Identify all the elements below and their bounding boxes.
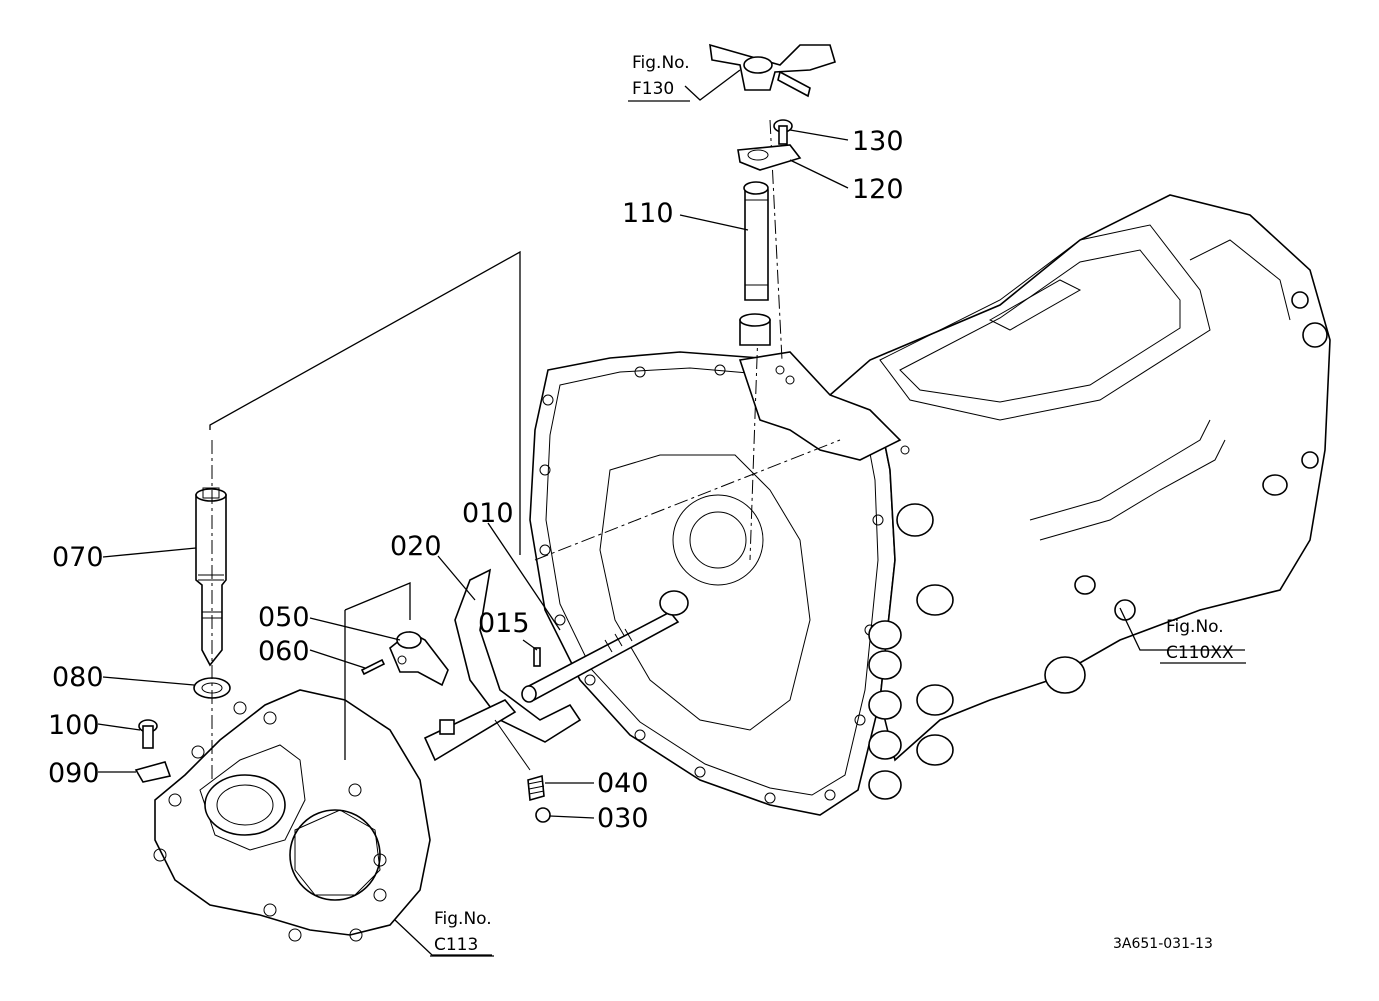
part-number-labels: 130 120 110 010 020 070 050 015 060 080 … [48,126,904,834]
collar-icon [195,487,227,667]
fig-ref-c110xx-prefix: Fig.No. [1166,617,1224,637]
shift-shaft-icon [521,590,689,703]
lever-icon [709,43,836,98]
fig-ref-c110xx-number: C110XX [1166,643,1234,663]
part-label-080: 080 [52,662,104,693]
part-label-010: 010 [462,498,514,529]
part-label-050: 050 [258,602,310,633]
part-label-100: 100 [48,710,100,741]
part-label-040: 040 [597,768,649,799]
transmission-case-icon [529,119,1331,816]
shift-arm-icon [389,631,449,687]
part-label-120: 120 [852,174,904,205]
plate-icon [737,144,802,171]
pin-icon [360,658,386,676]
leader-lines [97,69,1245,956]
part-label-030: 030 [597,803,649,834]
bolt-icon [773,119,793,145]
fig-ref-f130-prefix: Fig.No. [632,53,690,73]
bolt-icon [138,719,158,749]
fig-ref-f130-number: F130 [632,79,674,99]
part-label-130: 130 [852,126,904,157]
ball-icon [535,807,551,823]
part-label-060: 060 [258,636,310,667]
side-cover-icon [153,689,431,942]
shift-shaft-icon [743,181,769,301]
shift-fork-icon [423,568,582,771]
fig-ref-c113-prefix: Fig.No. [434,909,492,929]
bushing-icon [739,313,771,346]
pin-icon [533,647,541,667]
spring-icon [527,774,545,802]
part-label-020: 020 [390,531,442,562]
drawing-code: 3A651-031-13 [1113,936,1213,952]
part-label-070: 070 [52,542,104,573]
part-label-015: 015 [478,608,530,639]
fig-ref-c113-number: C113 [434,935,478,955]
part-label-090: 090 [48,758,100,789]
part-label-110: 110 [622,198,674,229]
washer-icon [134,761,172,783]
figure-references: Fig.No. F130 Fig.No. C110XX Fig.No. C113 [430,53,1246,957]
